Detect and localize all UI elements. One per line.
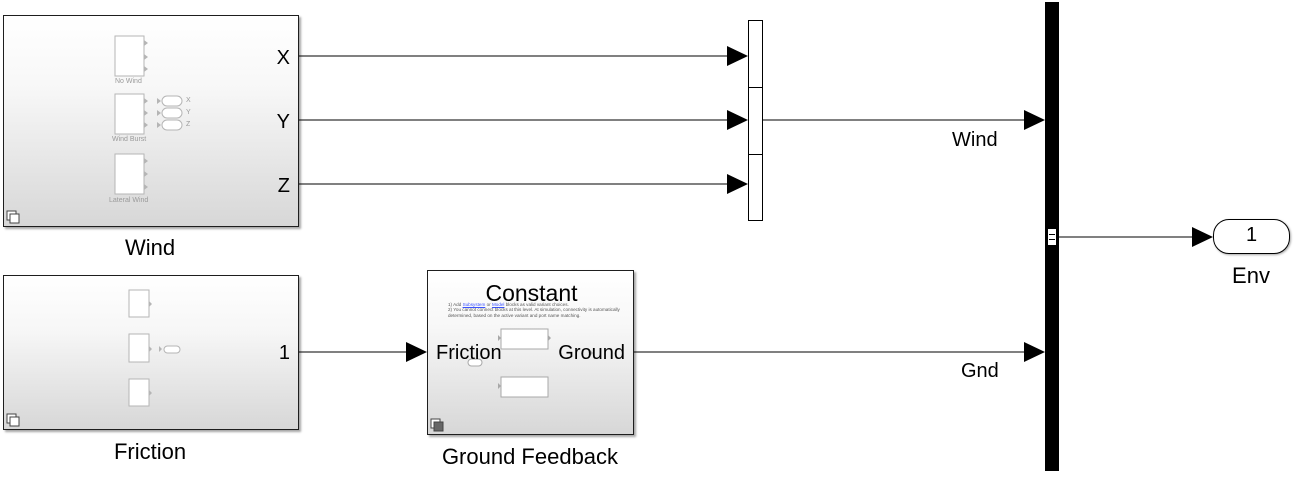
wind-inner-port-y: Y — [186, 109, 191, 116]
signal-wind-label: Wind — [952, 129, 998, 151]
wind-port-z-label: Z — [277, 175, 290, 197]
variant-subsystem-icon — [430, 418, 444, 432]
ground-feedback-title: Constant — [485, 280, 578, 306]
signal-gnd-label: Gnd — [961, 360, 999, 382]
friction-inner-preview — [128, 289, 181, 407]
wind-inner-wind-burst: Wind Burst — [112, 136, 147, 143]
arrow-wind-z — [727, 174, 748, 194]
subsystem-icon — [6, 210, 20, 224]
friction-block-label: Friction — [113, 439, 187, 464]
ground-feedback-in-port-label: Friction — [436, 342, 502, 364]
ground-feedback-inner-preview — [467, 328, 593, 398]
bus-creator-port-marker — [1047, 228, 1057, 246]
env-outport-block[interactable]: 1 — [1213, 219, 1290, 254]
ground-feedback-note: 1) Add Subsystem or Model blocks as vali… — [448, 302, 620, 318]
subsystem-icon — [6, 413, 20, 427]
wind-subsystem-block[interactable]: No Wind Wind Burst Lateral Wind X Y Z X … — [3, 15, 299, 227]
bus-creator-block[interactable] — [1045, 2, 1059, 471]
wind-inner-preview — [114, 35, 183, 195]
wind-port-x-label: X — [276, 47, 290, 69]
env-outport-label: Env — [1232, 263, 1270, 288]
arrow-bus-to-env — [1192, 227, 1213, 247]
wind-inner-port-z: Z — [186, 121, 191, 128]
arrow-mux-to-bus — [1024, 110, 1045, 130]
ground-feedback-block[interactable]: Constant 1) Add Subsystem or Model block… — [427, 270, 634, 435]
wind-inner-port-x: X — [186, 97, 191, 104]
wind-inner-no-wind: No Wind — [115, 78, 142, 85]
wind-port-y-label: Y — [276, 111, 290, 133]
friction-port-out-label: 1 — [278, 342, 290, 364]
arrow-wind-y — [727, 110, 748, 130]
wind-inner-lateral-wind: Lateral Wind — [109, 197, 149, 204]
ground-feedback-block-label: Ground Feedback — [441, 444, 619, 469]
arrow-wind-x — [727, 46, 748, 66]
wind-block-label: Wind — [124, 235, 176, 260]
wind-mux-block[interactable] — [748, 20, 763, 221]
arrow-friction-to-ground — [406, 342, 427, 362]
friction-subsystem-block[interactable]: 1 — [3, 275, 299, 430]
ground-feedback-out-port-label: Ground — [558, 342, 625, 364]
arrow-ground-to-bus — [1024, 342, 1045, 362]
